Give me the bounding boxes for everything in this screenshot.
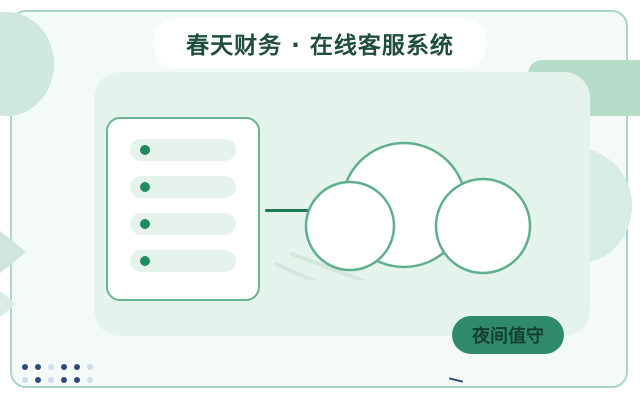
decorative-dot [22, 377, 28, 383]
list-item [130, 250, 236, 272]
list-item [130, 213, 236, 235]
connector-line [265, 209, 331, 212]
decorative-triangle-lower [0, 286, 16, 322]
decorative-dot [87, 364, 93, 370]
decorative-stroke [290, 252, 367, 280]
decorative-dot [35, 377, 41, 383]
bullet-dot-icon [140, 219, 150, 229]
bullet-dot-icon [140, 182, 150, 192]
decorative-dot [48, 377, 54, 383]
decorative-dot [61, 364, 67, 370]
decorative-dot [74, 377, 80, 383]
cloud-left-circle [304, 180, 396, 272]
decorative-stroke [274, 262, 317, 280]
bullet-dot-icon [140, 145, 150, 155]
decorative-dot-grid [22, 364, 102, 388]
page-title: 春天财务 · 在线客服系统 [186, 33, 454, 59]
cloud-right-circle [434, 177, 532, 275]
decorative-dot [22, 364, 28, 370]
bulleted-list-icon [106, 117, 260, 301]
decorative-triangle-upper [0, 226, 26, 278]
cloud-icon [274, 141, 532, 280]
decorative-dot [87, 377, 93, 383]
night-duty-badge: 夜间值守 [452, 316, 564, 354]
night-duty-label: 夜间值守 [472, 326, 544, 347]
list-item [130, 176, 236, 198]
decorative-dot [74, 364, 80, 370]
title-banner: 春天财务 · 在线客服系统 [154, 18, 486, 68]
list-item [130, 139, 236, 161]
decorative-dot [48, 364, 54, 370]
bullet-dot-icon [140, 256, 150, 266]
decorative-dot [61, 377, 67, 383]
decorative-dot [35, 364, 41, 370]
